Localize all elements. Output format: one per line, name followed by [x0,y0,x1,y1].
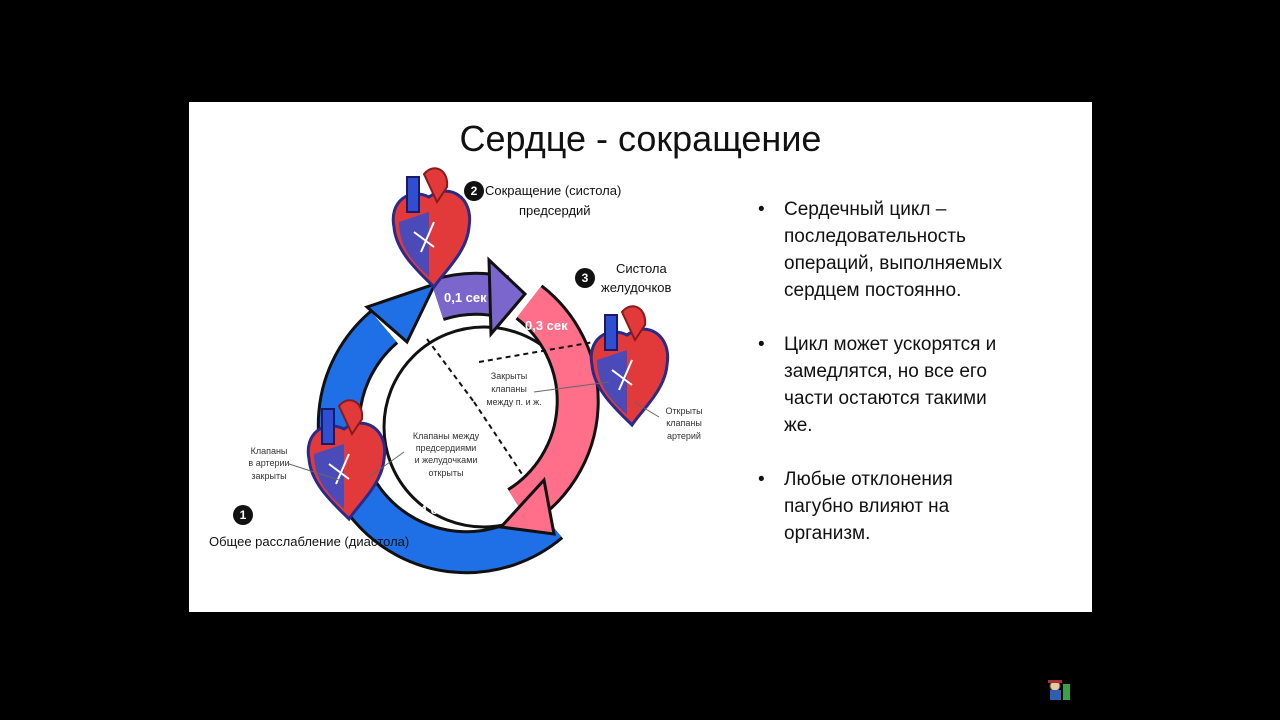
bullet-dot: • [758,469,765,490]
note-closed-av-2: клапаны [491,384,527,394]
note-arterial-open-1: Открыты [665,406,702,416]
note-open-av-1: Клапаны между [413,431,480,441]
bullet-1-line-1: Сердечный цикл – [784,199,947,220]
phase-3-number: 3 [582,271,589,285]
phase-2-marker [464,181,484,201]
divider-line-1 [426,338,475,403]
note-arterial-open-2: клапаны [666,418,702,428]
pointer-arterial-closed [288,463,340,481]
heart-cycle-diagram: 0,1 сек 0,3 сек 0,4 сек 2 Сокращение (си… [209,166,703,575]
phase-2-label-line1: Сокращение (систола) [485,183,621,198]
bullet-2-line-2: замедлятся, но все его [784,361,987,382]
bullet-1-line-3: операций, выполняемых [784,253,1003,274]
bullet-2-line-3: части остаются такими [784,388,987,409]
note-open-av-4: открыты [429,468,464,478]
note-arterial-closed-2: в артерии [248,458,289,468]
note-arterial-open-3: артерий [667,431,701,441]
note-open-av-2: предсердиями [416,443,477,453]
bullet-1-line-2: последовательность [784,226,966,247]
note-arterial-closed-3: закрыты [251,471,286,481]
divider-line-2 [473,401,525,478]
note-arterial-closed-1: Клапаны [251,446,288,456]
heart-ventricular-systole-icon [589,304,670,427]
bullet-list: • Сердечный цикл – последовательность оп… [758,196,1048,574]
phase-1-number: 1 [240,508,247,522]
bullet-3-line-2: пагубно влияют на [784,496,950,517]
pointer-closed-av [533,381,610,393]
duration-label-0-3: 0,3 сек [525,318,568,333]
channel-logo-icon [1048,680,1070,700]
bullet-item-2: • Цикл может ускорятся и замедлятся, но … [758,331,1048,439]
bullet-3-line-1: Любые отклонения [784,469,953,490]
note-closed-av-3: между п. и ж. [486,397,541,407]
pointer-open-av [368,451,405,478]
phase-2-label-line2: предсердий [519,203,591,218]
diastole-arrowhead [364,281,438,345]
phase-3-label-line1: Систола [616,261,667,276]
phase-3-marker [575,268,595,288]
bullet-item-1: • Сердечный цикл – последовательность оп… [758,196,1048,304]
bullet-dot: • [758,334,765,355]
bullet-2-line-1: Цикл может ускорятся и [784,334,997,355]
phase-3-label-line2: желудочков [601,280,672,295]
bullet-2-line-4: же. [784,415,813,436]
duration-label-0-1: 0,1 сек [444,290,487,305]
heart-atrial-systole-icon [391,166,472,289]
note-closed-av-1: Закрыты [491,371,527,381]
phase-1-marker [233,505,253,525]
bullet-item-3: • Любые отклонения пагубно влияют на орг… [758,466,1048,547]
diastole-arc [319,312,562,572]
atrial-systole-arrowhead [487,256,528,338]
divider-line-3 [478,341,595,363]
note-open-av-3: и желудочками [415,455,478,465]
slide-title: Сердце - сокращение [459,118,822,159]
phase-2-number: 2 [471,184,478,198]
ventricular-systole-arrowhead [497,476,556,536]
bullet-3-line-3: организм. [784,523,871,544]
pointer-arterial-open [633,401,660,418]
duration-label-0-4: 0,4 сек [409,502,452,517]
phase-1-label: Общее расслабление (диастола) [209,534,409,549]
bullet-1-line-4: сердцем постоянно. [784,280,962,301]
slide: Сердце - сокращение 0, [189,102,1092,612]
bullet-dot: • [758,199,765,220]
